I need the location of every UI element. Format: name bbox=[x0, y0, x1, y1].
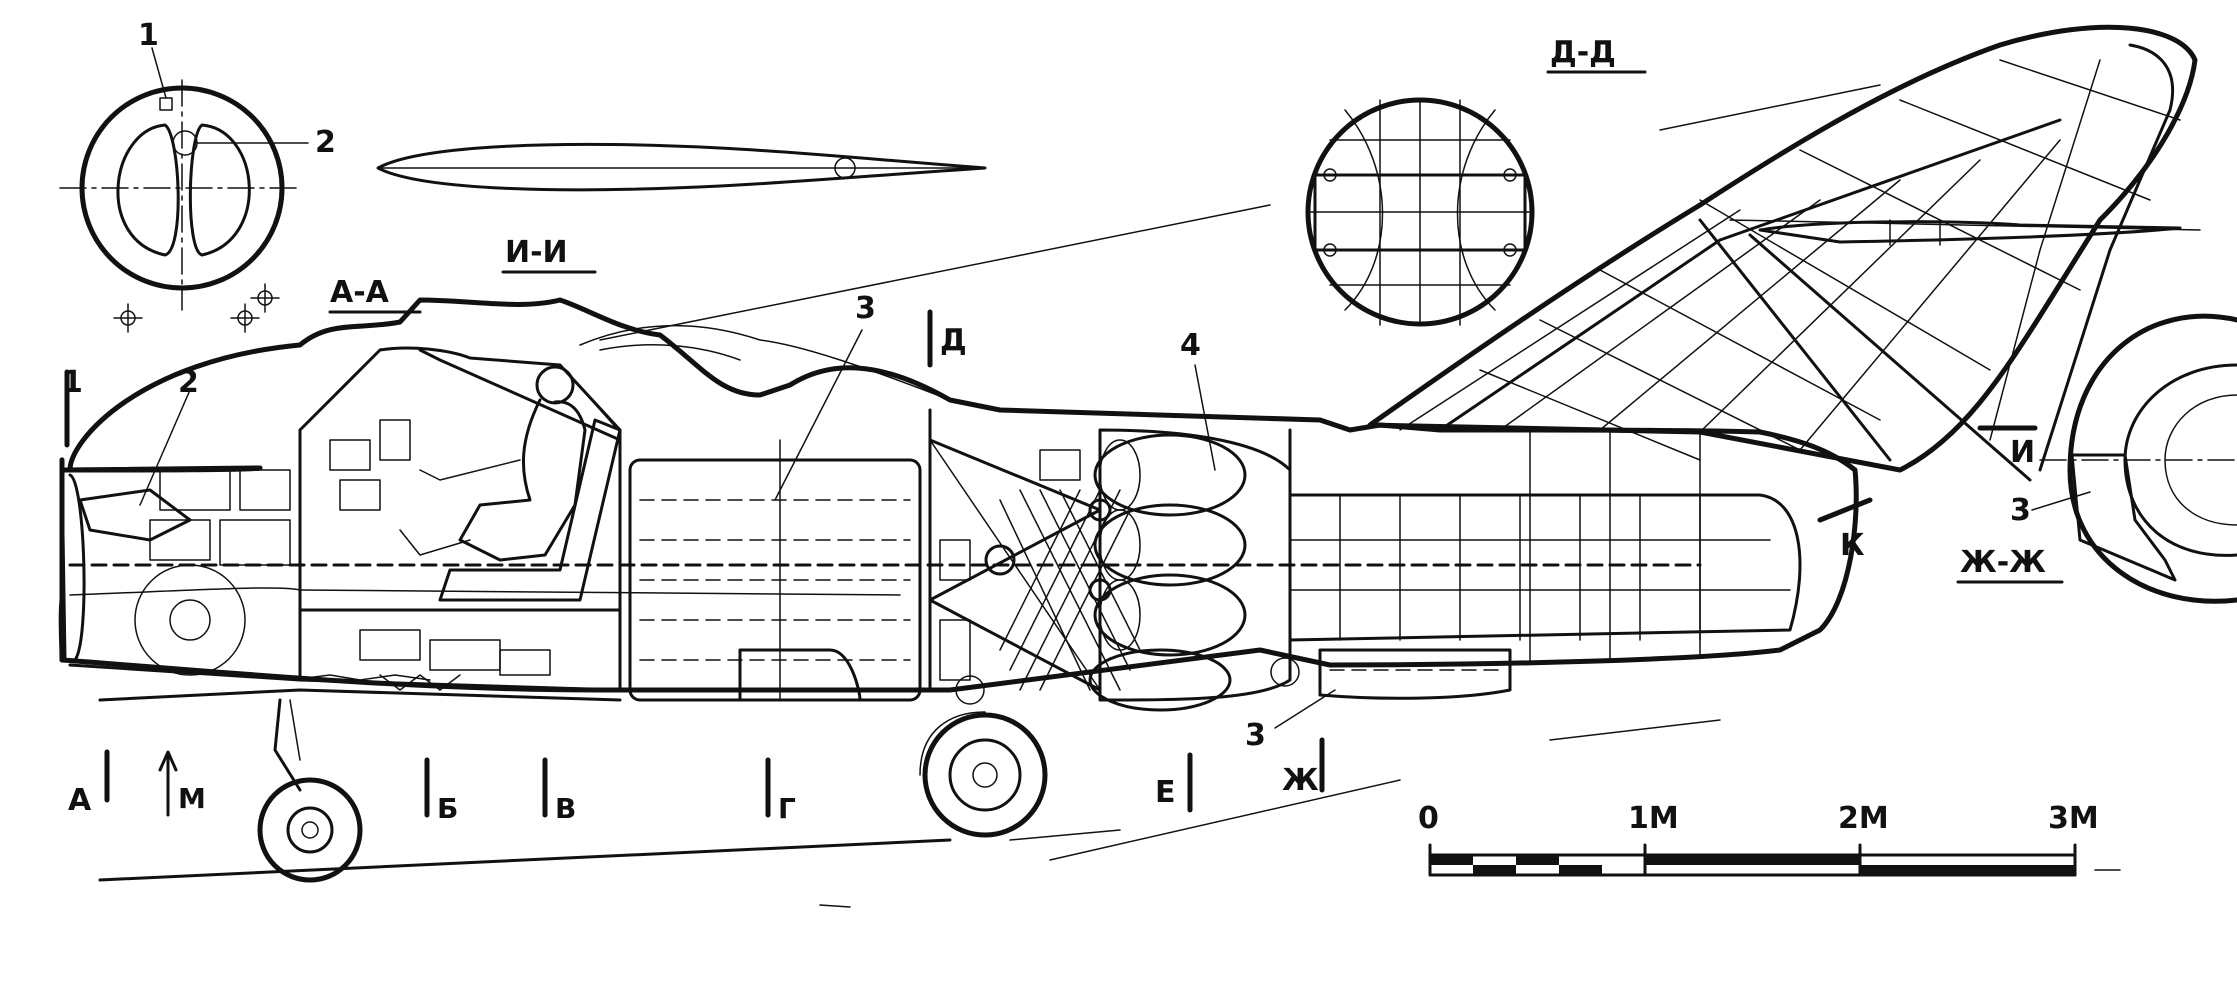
scale-tick-2: 2М bbox=[1838, 801, 1889, 836]
scale-tick-3: 3М bbox=[2048, 801, 2099, 836]
fuselage bbox=[58, 297, 1859, 693]
cockpit bbox=[298, 324, 951, 612]
callout-aa-2: 2 bbox=[315, 125, 336, 160]
section-ii-label: И-И bbox=[505, 235, 568, 270]
nose-equipment bbox=[68, 469, 622, 702]
fuel-tank bbox=[628, 439, 922, 702]
section-aa-view bbox=[59, 47, 309, 333]
section-dd-frame bbox=[1305, 97, 1535, 327]
callout-fuel-tank-3: 3 bbox=[855, 291, 876, 326]
section-dd-label: Д-Д bbox=[1550, 35, 1616, 70]
section-ii-airfoil bbox=[376, 142, 987, 192]
cut-mark-e: Е bbox=[1155, 775, 1176, 810]
tail-fin bbox=[1367, 24, 2201, 482]
cut-mark-g: Г bbox=[778, 792, 796, 825]
callout-lower-tank-3: 3 bbox=[1245, 718, 1266, 753]
cut-mark-d: Д bbox=[940, 323, 967, 358]
callout-engine-4: 4 bbox=[1180, 328, 1201, 363]
lower-fuel-tank bbox=[1318, 648, 1512, 700]
main-landing-gear bbox=[919, 711, 1048, 838]
cut-mark-i: И bbox=[2010, 435, 2035, 470]
engine bbox=[928, 428, 1292, 712]
callout-nose-2: 2 bbox=[178, 365, 199, 400]
section-zhzh-label: Ж-Ж bbox=[1960, 545, 2046, 580]
scale-bar bbox=[1428, 843, 2121, 877]
scale-tick-0: 0 bbox=[1418, 801, 1439, 836]
cut-mark-zh: Ж bbox=[1282, 763, 1319, 798]
cut-mark-v: В bbox=[555, 792, 576, 825]
cut-mark-m: М bbox=[178, 782, 206, 815]
cut-mark-b: Б bbox=[437, 792, 458, 825]
callout-zhzh-3: 3 bbox=[2010, 493, 2031, 528]
section-zhzh-view bbox=[2039, 313, 2237, 604]
cut-mark-k: К bbox=[1840, 528, 1865, 563]
cut-mark-a: А bbox=[68, 783, 92, 818]
cut-mark-group bbox=[64, 309, 2038, 818]
callout-nose-1: 1 bbox=[62, 365, 83, 400]
callout-aa-1: 1 bbox=[138, 18, 159, 53]
nose-landing-gear bbox=[257, 698, 363, 883]
section-aa-label: А-А bbox=[330, 275, 390, 310]
scale-tick-1: 1М bbox=[1628, 801, 1679, 836]
